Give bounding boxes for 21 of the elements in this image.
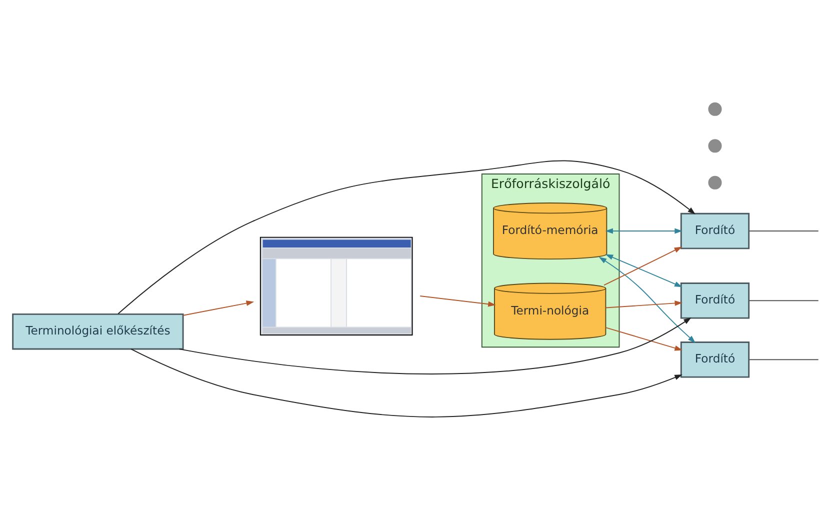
node-circle [708, 139, 722, 153]
arrow [182, 300, 254, 316]
arrow [605, 254, 682, 288]
arrow [130, 348, 682, 418]
arrow [605, 228, 682, 234]
node-box: Terminológiai előkészítés [12, 313, 184, 350]
node-box: Fordító [680, 212, 750, 250]
arrow [178, 317, 692, 374]
arrow [118, 160, 696, 314]
arrow [420, 296, 496, 307]
arrow [605, 300, 683, 308]
arrow [605, 327, 682, 351]
connector [748, 359, 819, 360]
node-circle [708, 102, 722, 116]
arrow [598, 256, 696, 343]
node-box: Fordító [680, 282, 750, 319]
node-box: Fordító [680, 342, 750, 378]
arrow [603, 246, 682, 286]
connector [748, 230, 819, 232]
node-circle [708, 176, 722, 190]
connector [748, 300, 819, 302]
